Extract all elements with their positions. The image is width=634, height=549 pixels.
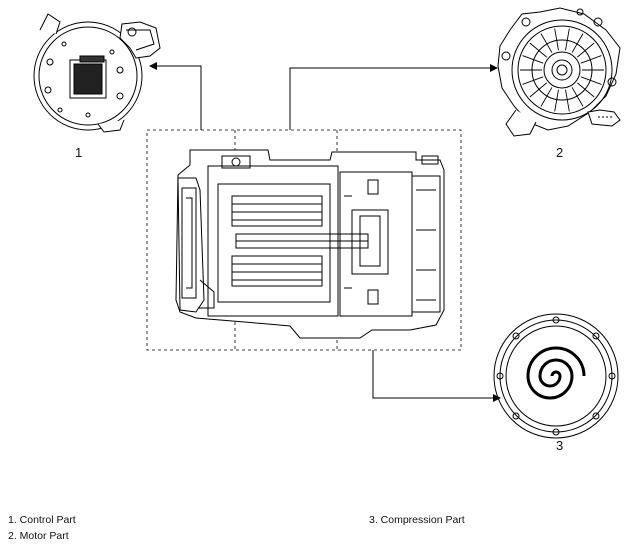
compression-part-drawing <box>493 313 619 439</box>
callout-3: 3 <box>556 438 564 453</box>
legend-item-control-part: 1. Control Part <box>8 514 76 526</box>
callout-arrows <box>149 62 501 402</box>
legend-item-compression-part: 3. Compression Part <box>369 514 465 526</box>
callout-1: 1 <box>75 145 83 160</box>
motor-part-drawing <box>497 7 621 137</box>
legend-item-motor-part: 2. Motor Part <box>8 530 69 542</box>
control-part-drawing <box>33 13 161 133</box>
callout-2: 2 <box>556 145 564 160</box>
compressor-assembly-drawing <box>146 129 462 351</box>
compressor-exploded-diagram <box>33 7 621 439</box>
